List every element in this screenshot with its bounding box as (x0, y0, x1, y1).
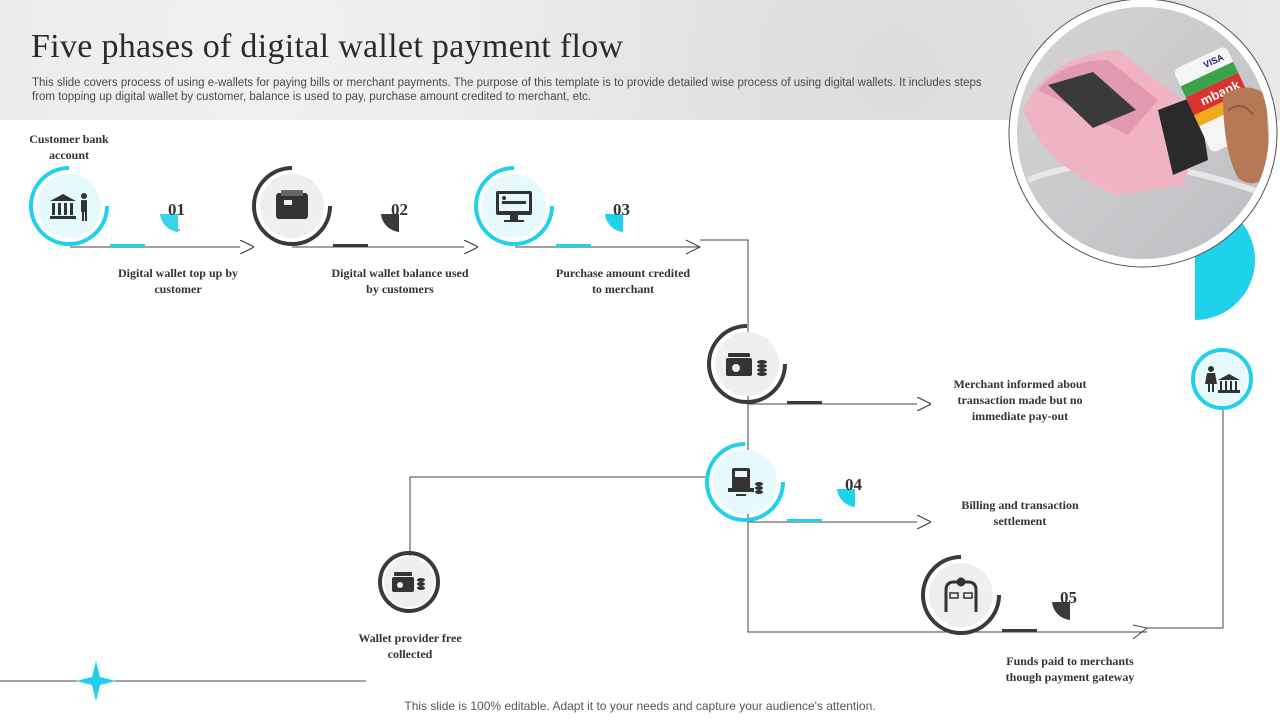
label-wallet-provider: Wallet provider free collected (358, 631, 462, 661)
person-bank-icon (1205, 366, 1240, 393)
computer-payment-icon (496, 191, 532, 222)
wallet-coins-icon (726, 353, 767, 376)
node-merchant (707, 324, 787, 404)
accent-bar-merchant (787, 401, 822, 404)
wallet-icon (276, 190, 308, 219)
step-number-02: 02 (391, 200, 408, 219)
label-merchant-informed: Merchant informed about transaction made… (953, 377, 1087, 423)
node-wallet-provider (378, 551, 440, 613)
label-step3: Purchase amount credited to merchant (555, 266, 691, 296)
star-ornament (76, 661, 116, 701)
photo-circle: mbank VISA (1008, 0, 1278, 268)
connector-lines (0, 239, 1224, 682)
step-number-04: 04 (845, 475, 862, 494)
node-step2 (252, 166, 332, 246)
label-step1: Digital wallet top up by customer (117, 266, 238, 296)
accent-bar-gateway (1002, 629, 1037, 632)
page-subtitle: This slide covers process of using e-wal… (32, 77, 982, 103)
node-billing (705, 442, 785, 522)
label-funds-paid: Funds paid to merchants though payment g… (1005, 654, 1135, 684)
accent-bar-1 (110, 244, 145, 247)
node-gateway (921, 555, 1001, 635)
accent-bar-billing (787, 519, 822, 522)
step-number-01: 01 (168, 200, 185, 219)
wallet-coins-icon (392, 572, 425, 592)
label-step2: Digital wallet balance used by customers (331, 266, 469, 296)
label-customer-bank: Customer bank account (29, 132, 109, 162)
payment-gateway-icon (944, 577, 978, 612)
bank-person-icon (50, 193, 87, 221)
node-step1 (29, 166, 109, 246)
step-number-03: 03 (613, 200, 630, 219)
accent-bar-2 (333, 244, 368, 247)
page-title: Five phases of digital wallet payment fl… (31, 28, 624, 65)
billing-terminal-icon (728, 468, 763, 496)
node-step3 (474, 166, 554, 246)
accent-bar-3 (556, 244, 591, 247)
label-billing: Billing and transaction settlement (961, 498, 1079, 528)
number-badges (160, 191, 1092, 620)
step-number-05: 05 (1060, 588, 1077, 607)
node-receiver (1191, 348, 1253, 410)
footer-note: This slide is 100% editable. Adapt it to… (404, 699, 876, 713)
